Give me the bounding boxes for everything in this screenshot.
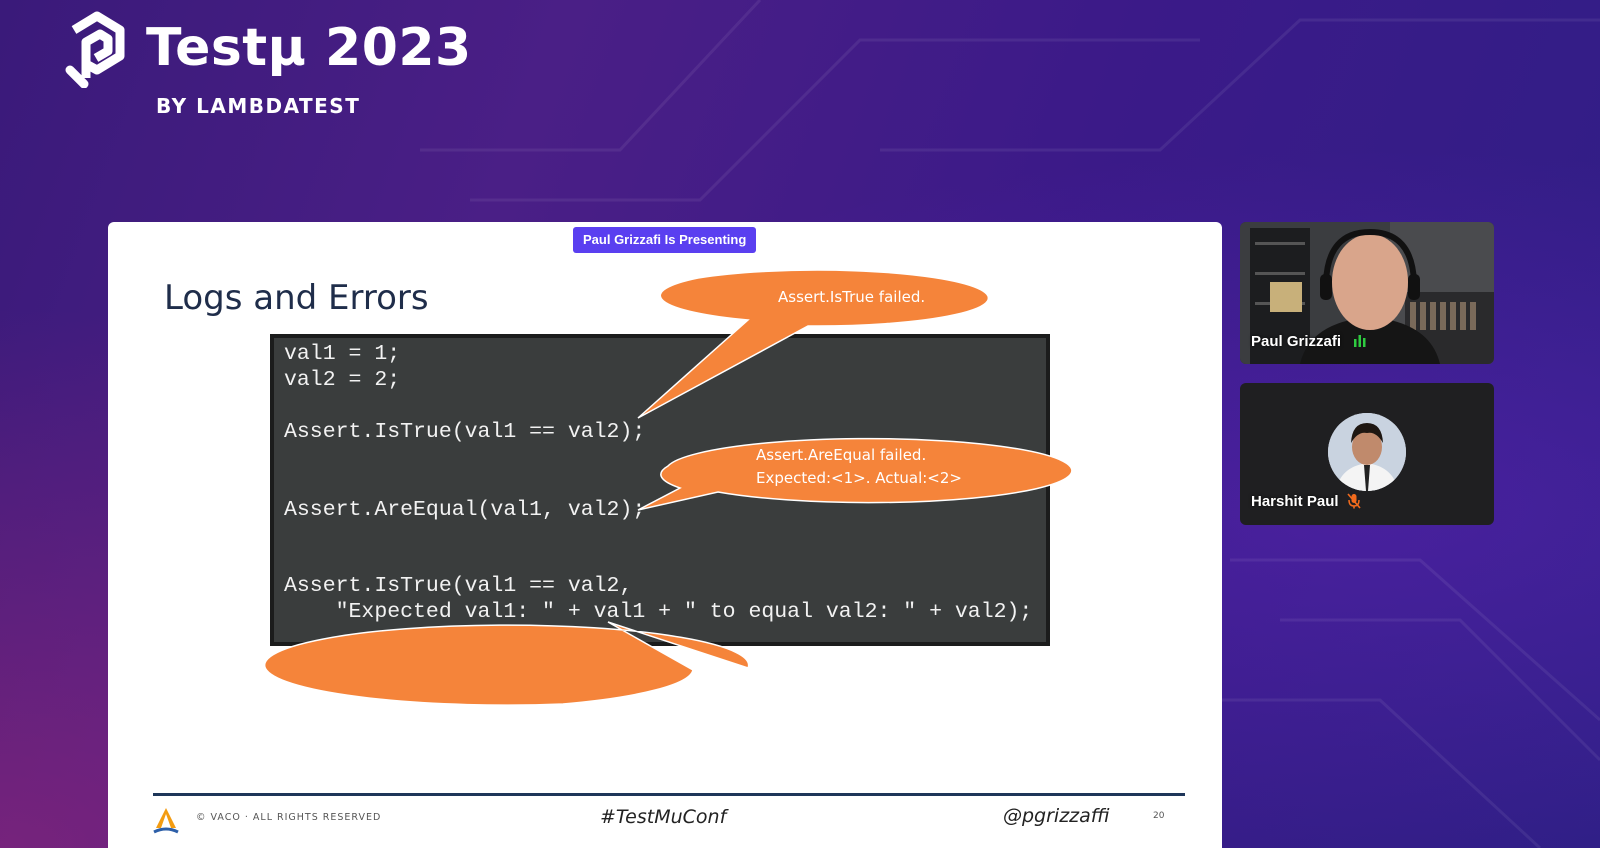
footer-divider	[153, 793, 1185, 796]
code-line: val1 = 1;	[284, 342, 401, 366]
mic-muted-icon	[1347, 493, 1361, 509]
testmu-logo-icon	[65, 11, 125, 88]
presenting-badge: Paul Grizzafi Is Presenting	[573, 227, 757, 253]
event-title: Testμ 2023	[146, 18, 472, 78]
code-block: val1 = 1; val2 = 2; Assert.IsTrue(val1 =…	[270, 334, 1050, 646]
footer-copyright: © VACO · ALL RIGHTS RESERVED	[196, 812, 382, 823]
participant-tile[interactable]: Harshit Paul	[1240, 383, 1494, 525]
participant-avatar	[1328, 413, 1406, 491]
footer-hashtag: #TestMuConf	[600, 806, 727, 828]
code-line: "Expected val1: " + val1 + " to equal va…	[284, 600, 1033, 624]
code-line: Assert.AreEqual(val1, val2);	[284, 498, 646, 522]
participant-tile[interactable]: Paul Grizzafi	[1240, 222, 1494, 364]
slide-page-number: 20	[1153, 811, 1165, 821]
vaco-logo-icon	[153, 808, 179, 834]
callout-text: Assert.IsTrue failed.	[778, 288, 926, 306]
footer-handle: @pgrizzaffi	[1003, 805, 1110, 827]
participant-video	[1240, 222, 1494, 364]
code-line: Assert.IsTrue(val1 == val2,	[284, 574, 633, 598]
callout-text: Assert.IsTrue failed. Expected val1:1 to…	[673, 680, 922, 721]
slide-title: Logs and Errors	[164, 278, 429, 318]
callout-bubble	[637, 269, 990, 419]
callout-bubble	[263, 621, 750, 706]
code-line: Assert.IsTrue(val1 == val2);	[284, 420, 646, 444]
event-subtitle: BY LAMBDATEST	[156, 94, 361, 118]
callout-text: Assert.AreEqual failed. Expected:<1>. Ac…	[756, 446, 962, 487]
participant-name: Harshit Paul	[1251, 493, 1339, 510]
mic-active-icon	[1354, 335, 1366, 347]
error-callouts	[263, 269, 1073, 706]
shared-slide: Paul Grizzafi Is Presenting Logs and Err…	[108, 222, 1222, 848]
participant-name: Paul Grizzafi	[1251, 333, 1342, 350]
code-line: val2 = 2;	[284, 368, 401, 392]
event-logo: Testμ 2023 BY LAMBDATEST	[64, 8, 494, 123]
callout-bubble	[637, 437, 1073, 511]
